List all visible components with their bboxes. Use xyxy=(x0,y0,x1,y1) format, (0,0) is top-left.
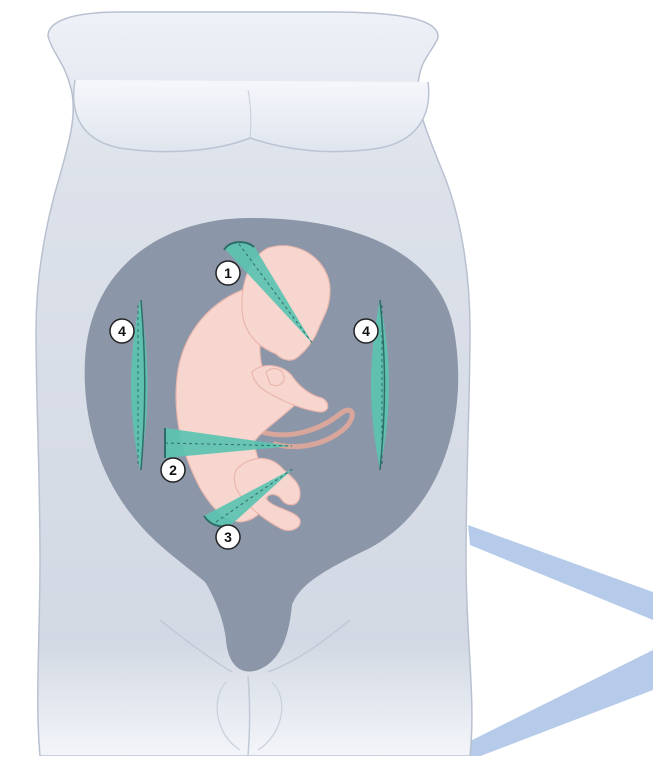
marker-2-label: 2 xyxy=(169,462,177,478)
marker-2: 2 xyxy=(161,458,185,482)
marker-3-label: 3 xyxy=(224,529,232,545)
marker-4-left-label: 4 xyxy=(118,323,126,339)
marker-1-label: 1 xyxy=(224,265,232,281)
marker-1: 1 xyxy=(216,261,240,285)
marker-3: 3 xyxy=(216,525,240,549)
accent-stripe-upper xyxy=(468,525,653,620)
marker-4-left: 4 xyxy=(110,319,134,343)
marker-4-right: 4 xyxy=(354,319,378,343)
marker-4-right-label: 4 xyxy=(362,323,370,339)
